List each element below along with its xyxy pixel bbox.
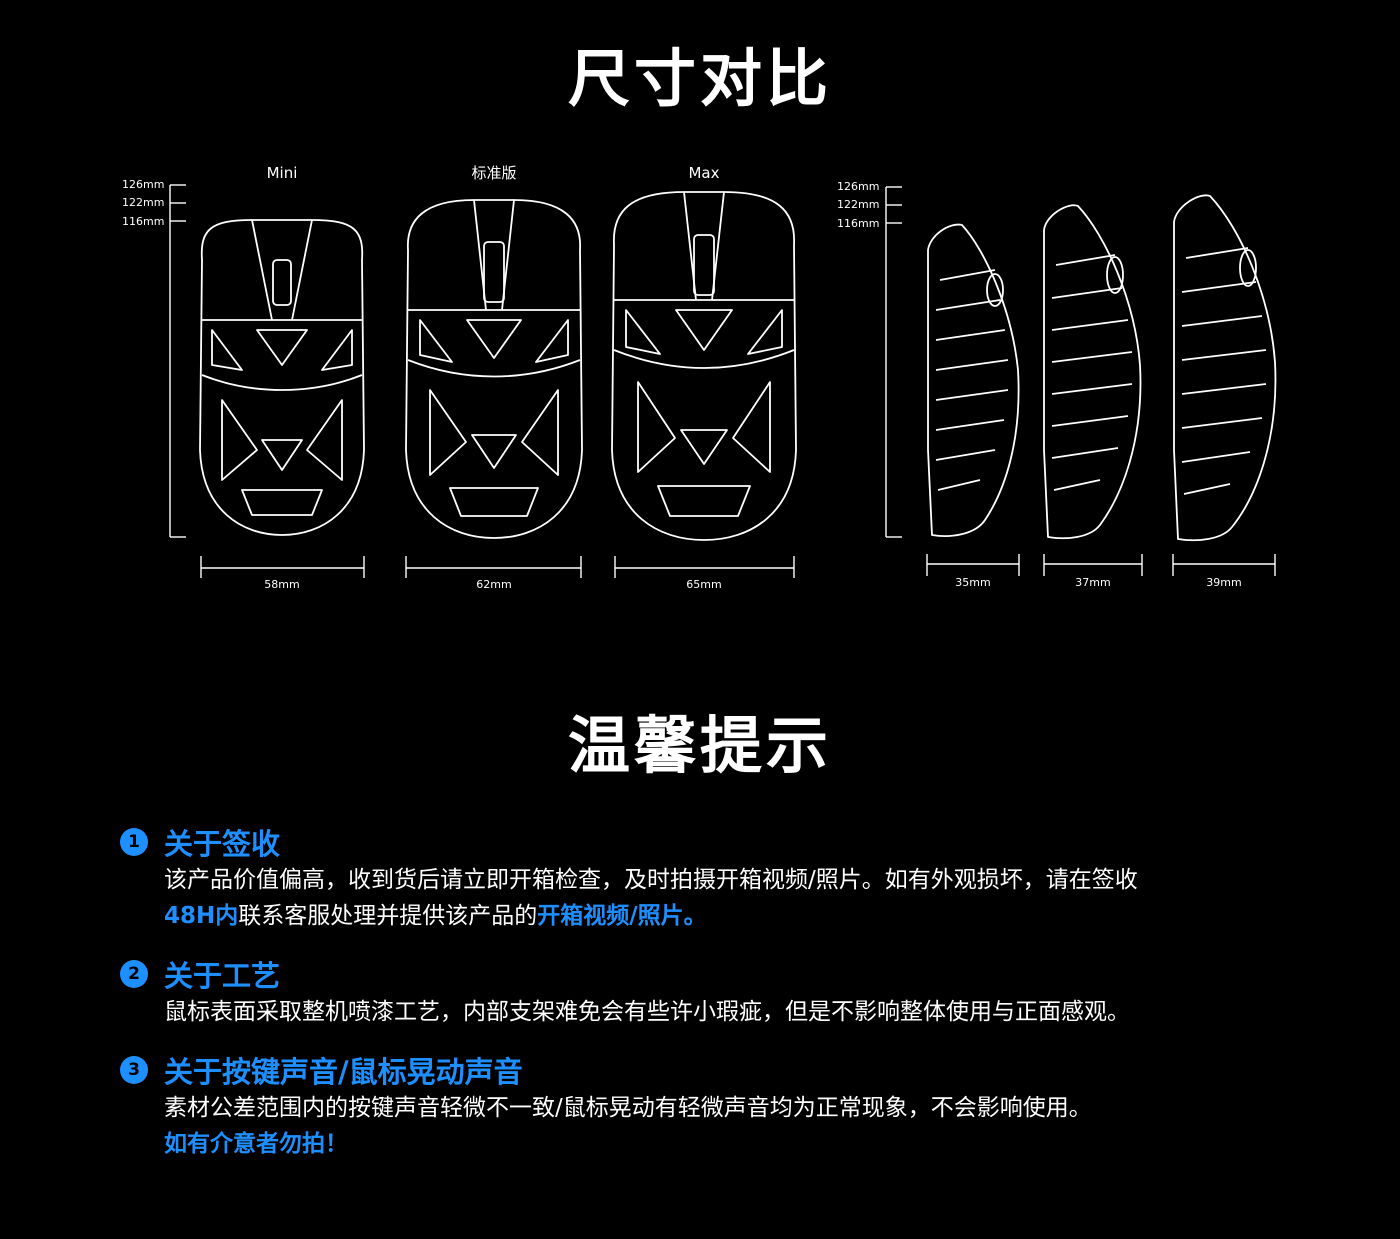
model-label-max: Max [688,164,719,182]
height-label-126: 126mm [122,178,164,191]
tip-number-badge: 2 [120,960,148,988]
tip-item-craft: 2 关于工艺 鼠标表面采取整机喷漆工艺，内部支架难免会有些许小瑕疵，但是不影响整… [120,954,1320,1030]
width-label-standard: 62mm [476,578,511,591]
side-height-label-116: 116mm [837,217,879,230]
side-width-label-standard: 37mm [1075,576,1110,589]
side-width-scale-standard: 37mm [1043,554,1143,589]
side-height-label-126: 126mm [837,180,879,193]
mouse-front-mini [199,219,365,536]
tip-body: 鼠标表面采取整机喷漆工艺，内部支架难免会有些许小瑕疵，但是不影响整体使用与正面感… [164,994,1320,1030]
height-label-116: 116mm [122,215,164,228]
mouse-front-max [611,191,797,541]
tip-title: 关于签收 [164,827,281,861]
tip-number-badge: 3 [120,1056,148,1084]
width-scale-max: 65mm [614,556,795,591]
tip-item-sound: 3 关于按键声音/鼠标晃动声音 素材公差范围内的按键声音轻微不一致/鼠标晃动有轻… [120,1050,1320,1162]
tip-item-receipt: 1 关于签收 该产品价值偏高，收到货后请立即开箱检查，及时拍摄开箱视频/照片。如… [120,822,1320,934]
tip-number-badge: 1 [120,828,148,856]
tip-highlight: 开箱视频/照片。 [537,903,707,929]
tip-body: 素材公差范围内的按键声音轻微不一致/鼠标晃动有轻微声音均为正常现象，不会影响使用… [164,1090,1320,1162]
tip-text: 该产品价值偏高，收到货后请立即开箱检查，及时拍摄开箱视频/照片。如有外观损坏，请… [164,867,1138,893]
width-scale-mini: 58mm [200,556,365,591]
side-height-label-122: 122mm [837,198,879,211]
tip-body: 该产品价值偏高，收到货后请立即开箱检查，及时拍摄开箱视频/照片。如有外观损坏，请… [164,862,1320,934]
side-width-label-max: 39mm [1206,576,1241,589]
side-height-scale: 126mm 122mm 116mm [837,180,902,538]
tip-text: 联系客服处理并提供该产品的 [238,903,538,929]
side-width-scale-max: 39mm [1172,554,1276,589]
width-label-mini: 58mm [264,578,299,591]
model-label-mini: Mini [267,164,298,182]
width-scale-standard: 62mm [405,556,582,591]
mouse-side-standard [1043,204,1142,540]
tip-title: 关于工艺 [164,959,281,993]
tip-text: 鼠标表面采取整机喷漆工艺，内部支架难免会有些许小瑕疵，但是不影响整体使用与正面感… [164,999,1130,1025]
tip-title: 关于按键声音/鼠标晃动声音 [164,1055,523,1089]
tips-list: 1 关于签收 该产品价值偏高，收到货后请立即开箱检查，及时拍摄开箱视频/照片。如… [120,822,1320,1182]
mouse-side-mini [927,223,1020,537]
side-width-scale-mini: 35mm [926,554,1020,589]
tip-highlight: 48H内 [164,903,239,929]
width-label-max: 65mm [686,578,721,591]
height-label-122: 122mm [122,196,164,209]
mouse-side-max [1173,194,1277,542]
size-comparison-diagram: Mini 标准版 Max 126mm 122mm 116mm 126mm 122… [122,164,1277,591]
tip-highlight: 如有介意者勿拍！ [164,1131,348,1157]
mouse-front-standard [405,199,583,539]
tips-title: 温馨提示 [567,709,832,782]
tip-text: 素材公差范围内的按键声音轻微不一致/鼠标晃动有轻微声音均为正常现象，不会影响使用… [164,1095,1092,1121]
front-height-scale: 126mm 122mm 116mm [122,178,186,538]
size-comparison-title: 尺寸对比 [567,42,832,115]
side-width-label-mini: 35mm [955,576,990,589]
model-label-standard: 标准版 [471,164,516,182]
